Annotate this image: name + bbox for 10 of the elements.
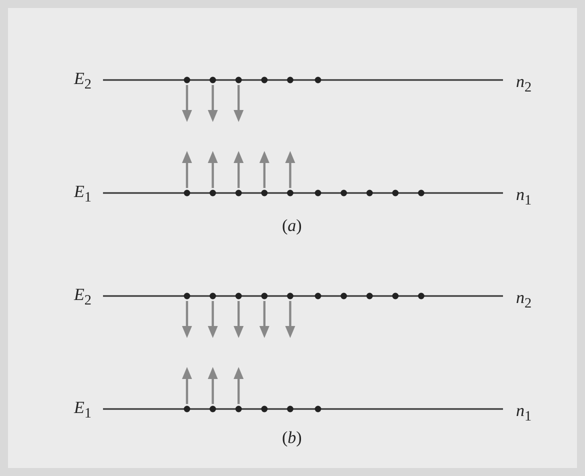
population-label: n$_{1}$ <box>516 402 532 424</box>
population-label: n$_{2}$ <box>516 289 532 311</box>
panel-label: (b) <box>282 429 302 446</box>
energy-level-label: E$_{1}$ <box>74 183 92 205</box>
energy-level-label: E$_{2}$ <box>74 286 92 308</box>
energy-level-label: E$_{1}$ <box>74 399 92 421</box>
energy-level-label: E$_{2}$ <box>74 70 92 92</box>
population-label: n$_{1}$ <box>516 186 532 208</box>
population-label: n$_{2}$ <box>516 73 532 95</box>
panel-label: (a) <box>282 217 302 234</box>
